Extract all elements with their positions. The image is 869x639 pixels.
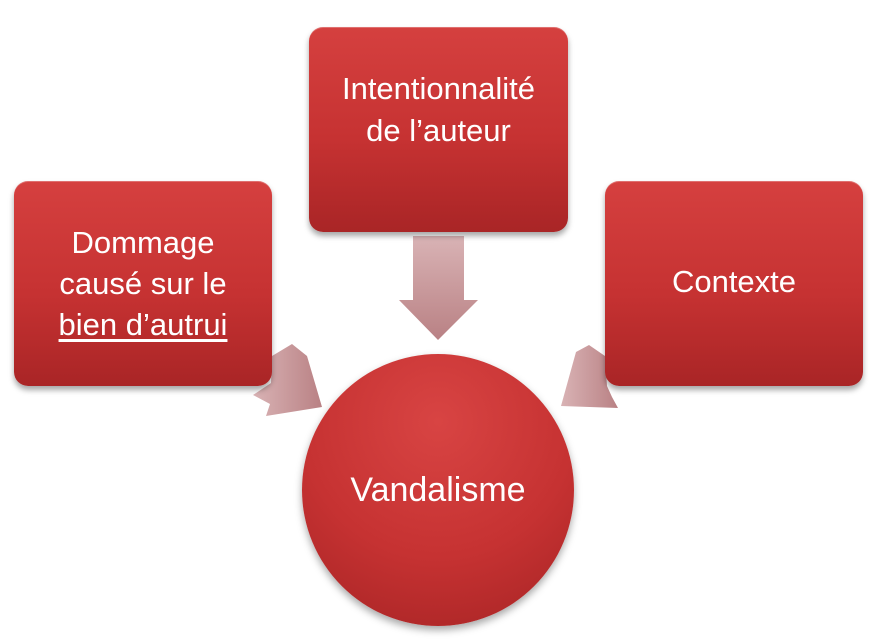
center-node: Vandalisme (302, 354, 574, 626)
node-right-label: Contexte (671, 263, 797, 299)
node-left-line1: Dommage (71, 224, 215, 260)
arrow-top (399, 236, 478, 340)
node-top-line1: Intentionnalité (341, 71, 536, 107)
center-label: Vandalisme (350, 470, 526, 509)
node-top-line2: de l’auteur (366, 112, 511, 148)
arrow-right (561, 345, 618, 408)
node-left-line3: bien d’autrui (58, 307, 228, 343)
node-top: Intentionnalité de l’auteur (309, 27, 568, 232)
node-left-line2: causé sur le (59, 265, 227, 301)
node-left: Dommage causé sur le bien d’autrui (14, 181, 272, 386)
node-right: Contexte (605, 181, 863, 386)
arrow-left (253, 344, 322, 416)
